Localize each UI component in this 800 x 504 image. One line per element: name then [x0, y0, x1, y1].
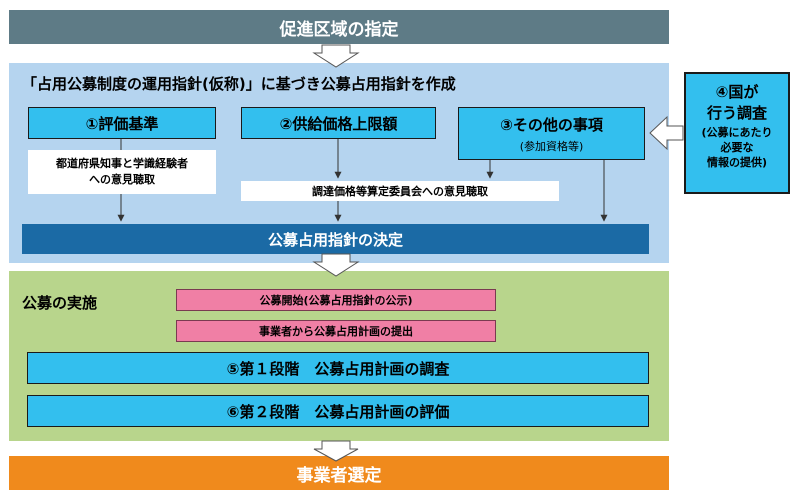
flow-down-arrow [312, 44, 360, 68]
prefecture-consultation-note: 都道府県知事と学識経験者 への意見聴取 [28, 150, 216, 194]
guideline-decision-bar: 公募占用指針の決定 [22, 224, 649, 254]
promotion-area-header: 促進区域の指定 [9, 10, 669, 44]
public-offering-start-step: 公募開始(公募占用指針の公示) [176, 289, 496, 311]
supply-price-cap-box: ②供給価格上限額 [241, 107, 436, 139]
procurement-committee-note: 調達価格等算定委員会への意見聴取 [241, 181, 559, 201]
other-matters-sub: (参加資格等) [519, 139, 584, 153]
prefecture-note-line: 都道府県知事と学識経験者 [56, 157, 188, 171]
national-survey-detail-line: 情報の提供) [706, 155, 768, 169]
flow-down-arrow [312, 253, 360, 277]
survey-input-arrow [649, 115, 684, 151]
national-survey-box: ④国が 行う調査 (公募にあたり 必要な 情報の提供) [684, 72, 790, 194]
other-matters-box: ③その他の事項 (参加資格等) [458, 107, 645, 160]
business-selection-header: 事業者選定 [9, 456, 669, 490]
national-survey-line2: 行う調査 [706, 104, 767, 122]
guideline-section-title: 「占用公募制度の運用指針(仮称)」に基づき公募占用指針を作成 [22, 75, 456, 93]
national-survey-line1: ④国が [715, 83, 759, 101]
stage1-plan-review: ⑤第１段階 公募占用計画の調査 [27, 352, 649, 384]
national-survey-detail: (公募にあたり 必要な 情報の提供) [686, 126, 788, 171]
prefecture-note-line: への意見聴取 [89, 173, 155, 186]
implementation-section-title: 公募の実施 [22, 294, 98, 312]
national-survey-detail-line: (公募にあたり [701, 126, 773, 139]
flow-down-arrow [313, 440, 359, 462]
other-matters-label: ③その他の事項 [500, 115, 603, 134]
plan-submission-step: 事業者から公募占用計画の提出 [176, 320, 496, 342]
national-survey-detail-line: 必要な [720, 140, 754, 154]
stage2-plan-evaluation: ⑥第２段階 公募占用計画の評価 [27, 395, 649, 427]
evaluation-criteria-box: ①評価基準 [28, 107, 216, 139]
